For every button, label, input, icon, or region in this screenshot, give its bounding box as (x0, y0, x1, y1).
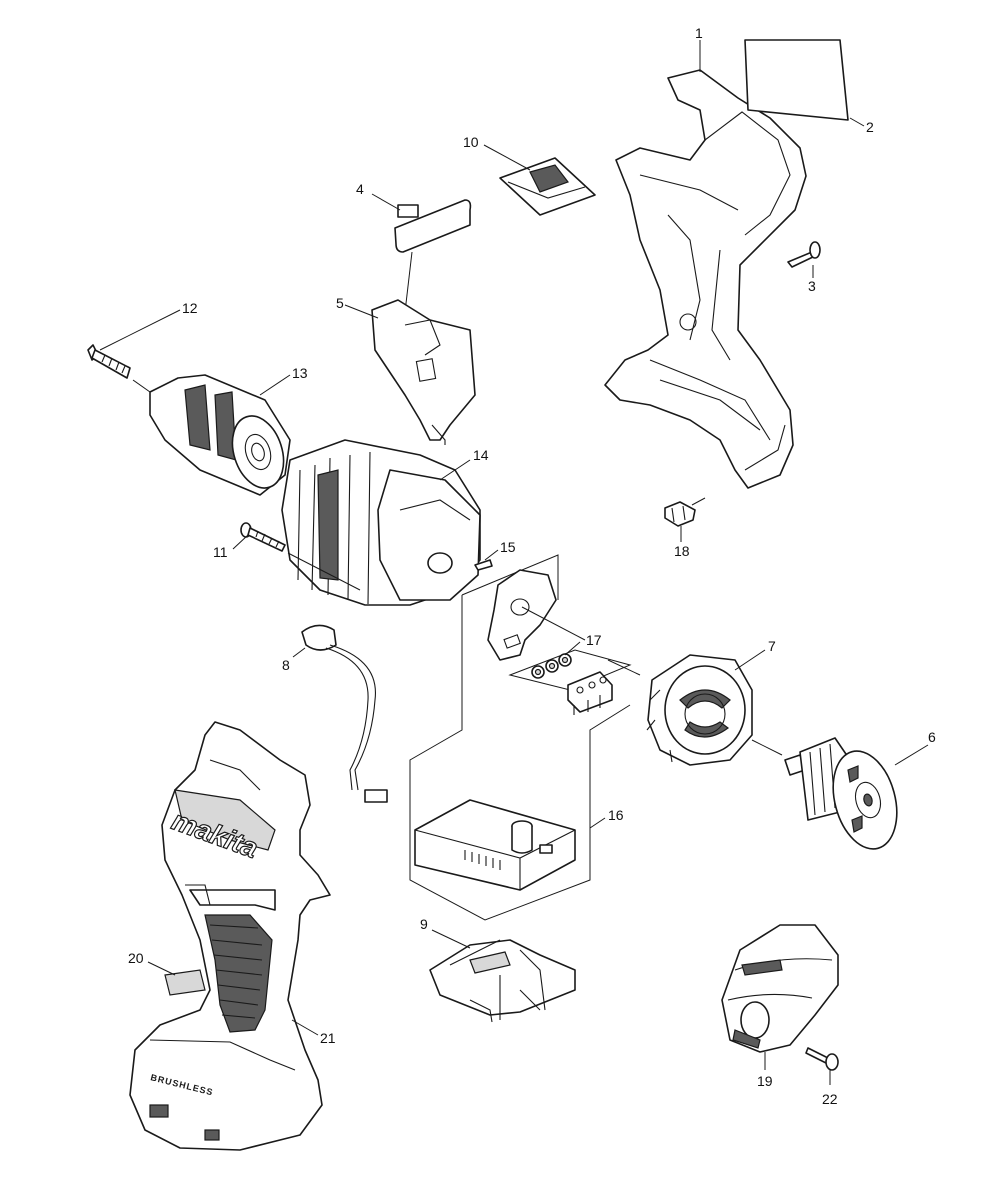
part-2-nameplate (744, 39, 849, 121)
part-5-switch (371, 299, 476, 445)
part-13-keyless-chuck (149, 374, 291, 496)
part-17-bracket-plate (487, 569, 557, 661)
group-bracket-controller (409, 554, 631, 921)
part-7-stator (646, 654, 753, 766)
leader-15 (484, 549, 499, 561)
leader-11 (232, 534, 249, 550)
part-4-reversing-lever (394, 199, 472, 253)
link-4-5 (404, 251, 413, 313)
part-3-screw (787, 241, 821, 268)
leader-17 (564, 641, 581, 656)
part-12-screw (87, 344, 131, 379)
part-8-led-wire (301, 624, 388, 803)
part-1-housing-right (604, 69, 807, 489)
leader-16 (589, 817, 606, 829)
callout-21: 21 (320, 1030, 336, 1046)
part-16-controller (414, 799, 576, 891)
leader-12 (99, 309, 181, 351)
part-21-housing-left: makita BRUSHLESS (129, 721, 331, 1151)
leader-10 (483, 144, 531, 171)
leader-8 (292, 647, 306, 658)
part-17-nuts (508, 649, 632, 691)
callout-13: 13 (292, 365, 308, 381)
callout-16: 16 (608, 807, 624, 823)
callout-14: 14 (473, 447, 489, 463)
leader-7 (734, 649, 766, 671)
callout-18: 18 (674, 543, 690, 559)
part-20-label (164, 969, 206, 996)
callout-19: 19 (757, 1073, 773, 1089)
axis-12-13 (132, 379, 151, 393)
leader-5 (344, 304, 379, 319)
leader-6 (894, 744, 929, 766)
callout-11: 11 (213, 544, 228, 560)
axis-7-6 (751, 739, 783, 756)
callout-9: 9 (420, 916, 428, 932)
part-14-gear-assembly (281, 439, 481, 606)
part-15-screw (474, 559, 493, 571)
callout-5: 5 (336, 295, 344, 311)
link-14-7 (607, 659, 641, 676)
callout-3: 3 (808, 278, 816, 294)
part-6-rotor (784, 737, 898, 850)
callout-10: 10 (463, 134, 479, 150)
callout-7: 7 (768, 638, 776, 654)
part-9-terminal (429, 939, 576, 1023)
callout-4: 4 (356, 181, 364, 197)
leader-20 (147, 961, 176, 976)
leader-2 (849, 117, 865, 127)
leader-14 (439, 459, 471, 481)
part-19-motor-cover (721, 924, 839, 1053)
leader-13 (259, 374, 291, 396)
part-22-screw (805, 1047, 839, 1071)
leader-9 (431, 929, 471, 949)
callout-2: 2 (866, 119, 874, 135)
part-18-clip (664, 501, 696, 527)
callout-6: 6 (928, 729, 936, 745)
callout-15: 15 (500, 539, 516, 555)
leader-4 (371, 193, 401, 211)
axis-11-14 (287, 552, 361, 591)
callout-1: 1 (695, 25, 703, 41)
callout-8: 8 (282, 657, 290, 673)
callout-20: 20 (128, 950, 144, 966)
callout-22: 22 (822, 1091, 838, 1107)
leader-18-line (691, 497, 706, 506)
part-10-speed-switch (499, 157, 596, 216)
leader-21 (291, 1019, 319, 1036)
callout-17: 17 (586, 632, 602, 648)
callout-12: 12 (182, 300, 198, 316)
leader-17-plate (521, 606, 586, 641)
part-terminal-block (567, 671, 613, 715)
part-11-screw (240, 522, 286, 552)
